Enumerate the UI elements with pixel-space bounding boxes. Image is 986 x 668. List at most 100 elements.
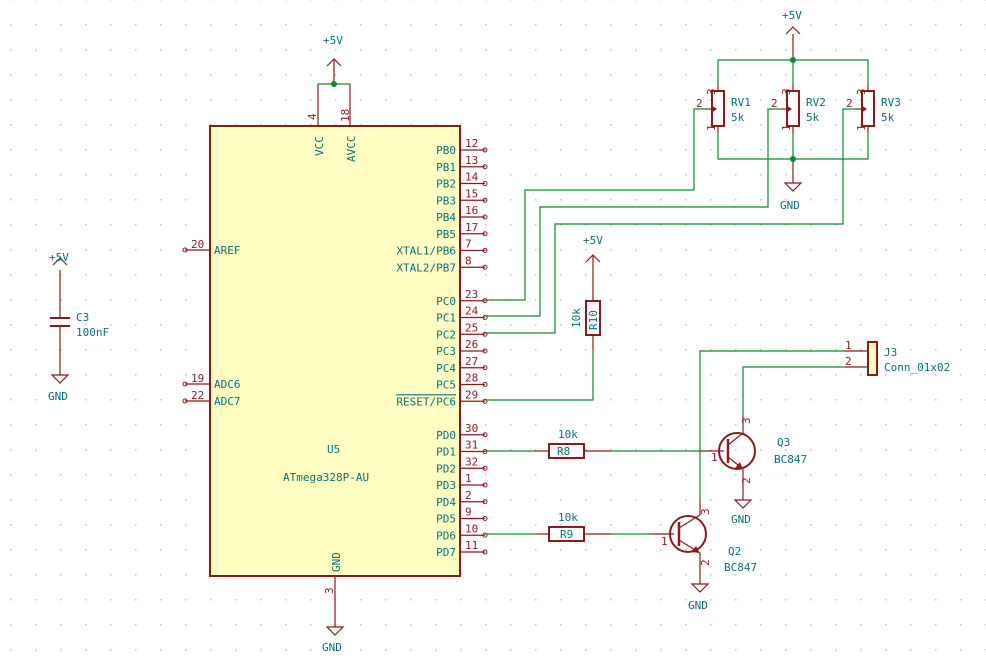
u5-pin-name: PD2 [436, 462, 456, 475]
u5-value: ATmega328P-AU [283, 471, 369, 484]
rv1-potentiometer[interactable]: 2 3 1 RV1 5k [696, 85, 751, 133]
u5-pin-gnd-num: 3 [323, 587, 336, 594]
rv3-potentiometer[interactable]: 2 3 1 RV3 5k [846, 85, 901, 133]
u5-pin-gnd-name: GND [330, 552, 343, 572]
u5-pin-vcc-num: 4 [306, 113, 319, 120]
u5-pin-name: XTAL2/PB7 [396, 261, 456, 274]
u5-pin-end [482, 432, 488, 438]
u5-pin-end [482, 516, 488, 521]
u5-pin-number: 24 [465, 305, 479, 318]
u5-pin-number: 10 [465, 522, 478, 535]
u5-pin-number: 27 [465, 355, 478, 368]
c3-capacitor[interactable]: +5V GND C3 100nF [48, 251, 109, 403]
u5-pin-name: PD6 [436, 529, 456, 542]
u5-gnd-symbol: GND [322, 620, 345, 654]
u5-pin-number: 31 [465, 439, 478, 452]
q2-pin-b: 1 [661, 535, 668, 548]
rv1-pin-wiper: 2 [696, 97, 703, 110]
u5-pin-number: 17 [465, 221, 478, 234]
u5-pin-end [482, 231, 488, 237]
rv3-pin-wiper: 2 [846, 97, 853, 110]
c3-value: 100nF [76, 326, 109, 339]
u5-pin-aref-name: AREF [214, 244, 241, 257]
u5-pin-number: 12 [465, 137, 478, 150]
q3-ref: Q3 [777, 436, 790, 449]
q2-pin-c: 3 [699, 508, 712, 515]
rv3-pin-bottom: 1 [855, 124, 868, 131]
u5-pin-end [482, 298, 488, 304]
u5-pin-end [482, 147, 488, 153]
rv1-pin-bottom: 1 [705, 124, 718, 131]
q3-pin-c: 3 [740, 417, 753, 424]
c3-plus5v-label: +5V [49, 251, 69, 264]
rv3-value: 5k [881, 111, 895, 124]
j3-wires [699, 350, 845, 500]
j3-pin2: 2 [845, 355, 852, 368]
u5-pin-name: PB5 [436, 228, 456, 241]
u5-pin-adc7-num: 22 [191, 389, 204, 402]
junction [331, 81, 337, 87]
u5-pin-end [482, 331, 488, 337]
u5-pin-name: PD3 [436, 479, 456, 492]
j3-value: Conn_01x02 [884, 361, 950, 374]
u5-pin-end [482, 398, 488, 404]
rv2-pin-bottom: 1 [780, 124, 793, 131]
u5-pin-name: PD7 [436, 546, 456, 559]
u5-plus5v-label: +5V [323, 34, 343, 47]
q3-transistor[interactable]: 1 3 2 GND Q3 BC847 [700, 416, 807, 526]
u5-pin-name: PC0 [436, 295, 456, 308]
u5-pin-end [482, 382, 488, 387]
u5-ref: U5 [327, 443, 340, 456]
u5-pin-number: 13 [465, 154, 478, 167]
r9-value: 10k [558, 511, 578, 524]
u5-pin-avcc-num: 18 [339, 109, 352, 122]
r10-resistor[interactable]: +5V R10 10k [570, 234, 603, 350]
pots-top-power: +5V GND [780, 9, 803, 212]
j3-connector[interactable]: 1 2 J3 Conn_01x02 [845, 339, 950, 376]
r8-resistor[interactable]: R8 10k [535, 428, 611, 459]
j3-pin1: 1 [845, 339, 852, 352]
u5-pin-end [482, 197, 488, 203]
u5-pin-name: PC3 [436, 345, 456, 358]
u5-pin-name: PC4 [436, 362, 456, 375]
u5-pin-number: 32 [465, 455, 478, 468]
u5-pin-name: PD5 [436, 513, 456, 526]
u5-pin-adc7-name: ADC7 [214, 395, 241, 408]
rv2-value: 5k [806, 111, 820, 124]
u5-pin-name: PD1 [436, 446, 456, 459]
u5-pin-number: 16 [465, 204, 478, 217]
u5-pin-end [482, 214, 488, 220]
q2-ref: Q2 [728, 545, 741, 558]
u5-pin-number: 26 [465, 338, 478, 351]
u5-pin-end [482, 181, 488, 186]
u5-right-pins: 12PB013PB114PB215PB316PB417PB57XTAL1/PB6… [396, 137, 488, 559]
q2-pin-e: 2 [699, 559, 712, 566]
u5-pin-number: 11 [465, 539, 478, 552]
u5-pin-end [482, 164, 488, 170]
q2-gnd-label: GND [688, 599, 708, 612]
u5-pin-end [482, 499, 488, 505]
u5-pin-name: XTAL1/PB6 [396, 245, 456, 258]
u5-pin-name: PC1 [436, 312, 456, 325]
q2-transistor[interactable]: 1 3 2 GND Q2 BC847 [650, 500, 757, 612]
u5-pin-number: 28 [465, 372, 478, 385]
u5-body [209, 125, 461, 577]
u5-pin-end [482, 532, 488, 538]
r9-resistor[interactable]: R9 10k [535, 511, 611, 542]
u5-atmega328p[interactable]: U5 ATmega328P-AU 12PB013PB114PB215PB316P… [182, 84, 488, 620]
rv2-potentiometer[interactable]: 2 3 1 RV2 5k [771, 85, 826, 133]
u5-pin-number: 30 [465, 422, 478, 435]
rv2-pin-top: 3 [780, 88, 793, 95]
r8-ref: R8 [557, 445, 570, 458]
u5-gnd-label: GND [322, 641, 342, 654]
rv1-pin-top: 3 [705, 88, 718, 95]
u5-pin-number: 15 [465, 187, 478, 200]
j3-ref: J3 [884, 346, 897, 359]
u5-pin-end [482, 264, 488, 270]
u5-pin-number: 25 [465, 321, 478, 334]
u5-pin-aref-num: 20 [191, 238, 204, 251]
u5-pin-number: 2 [465, 489, 472, 502]
u5-pin-name: PB3 [436, 194, 456, 207]
rv1-ref: RV1 [731, 96, 751, 109]
